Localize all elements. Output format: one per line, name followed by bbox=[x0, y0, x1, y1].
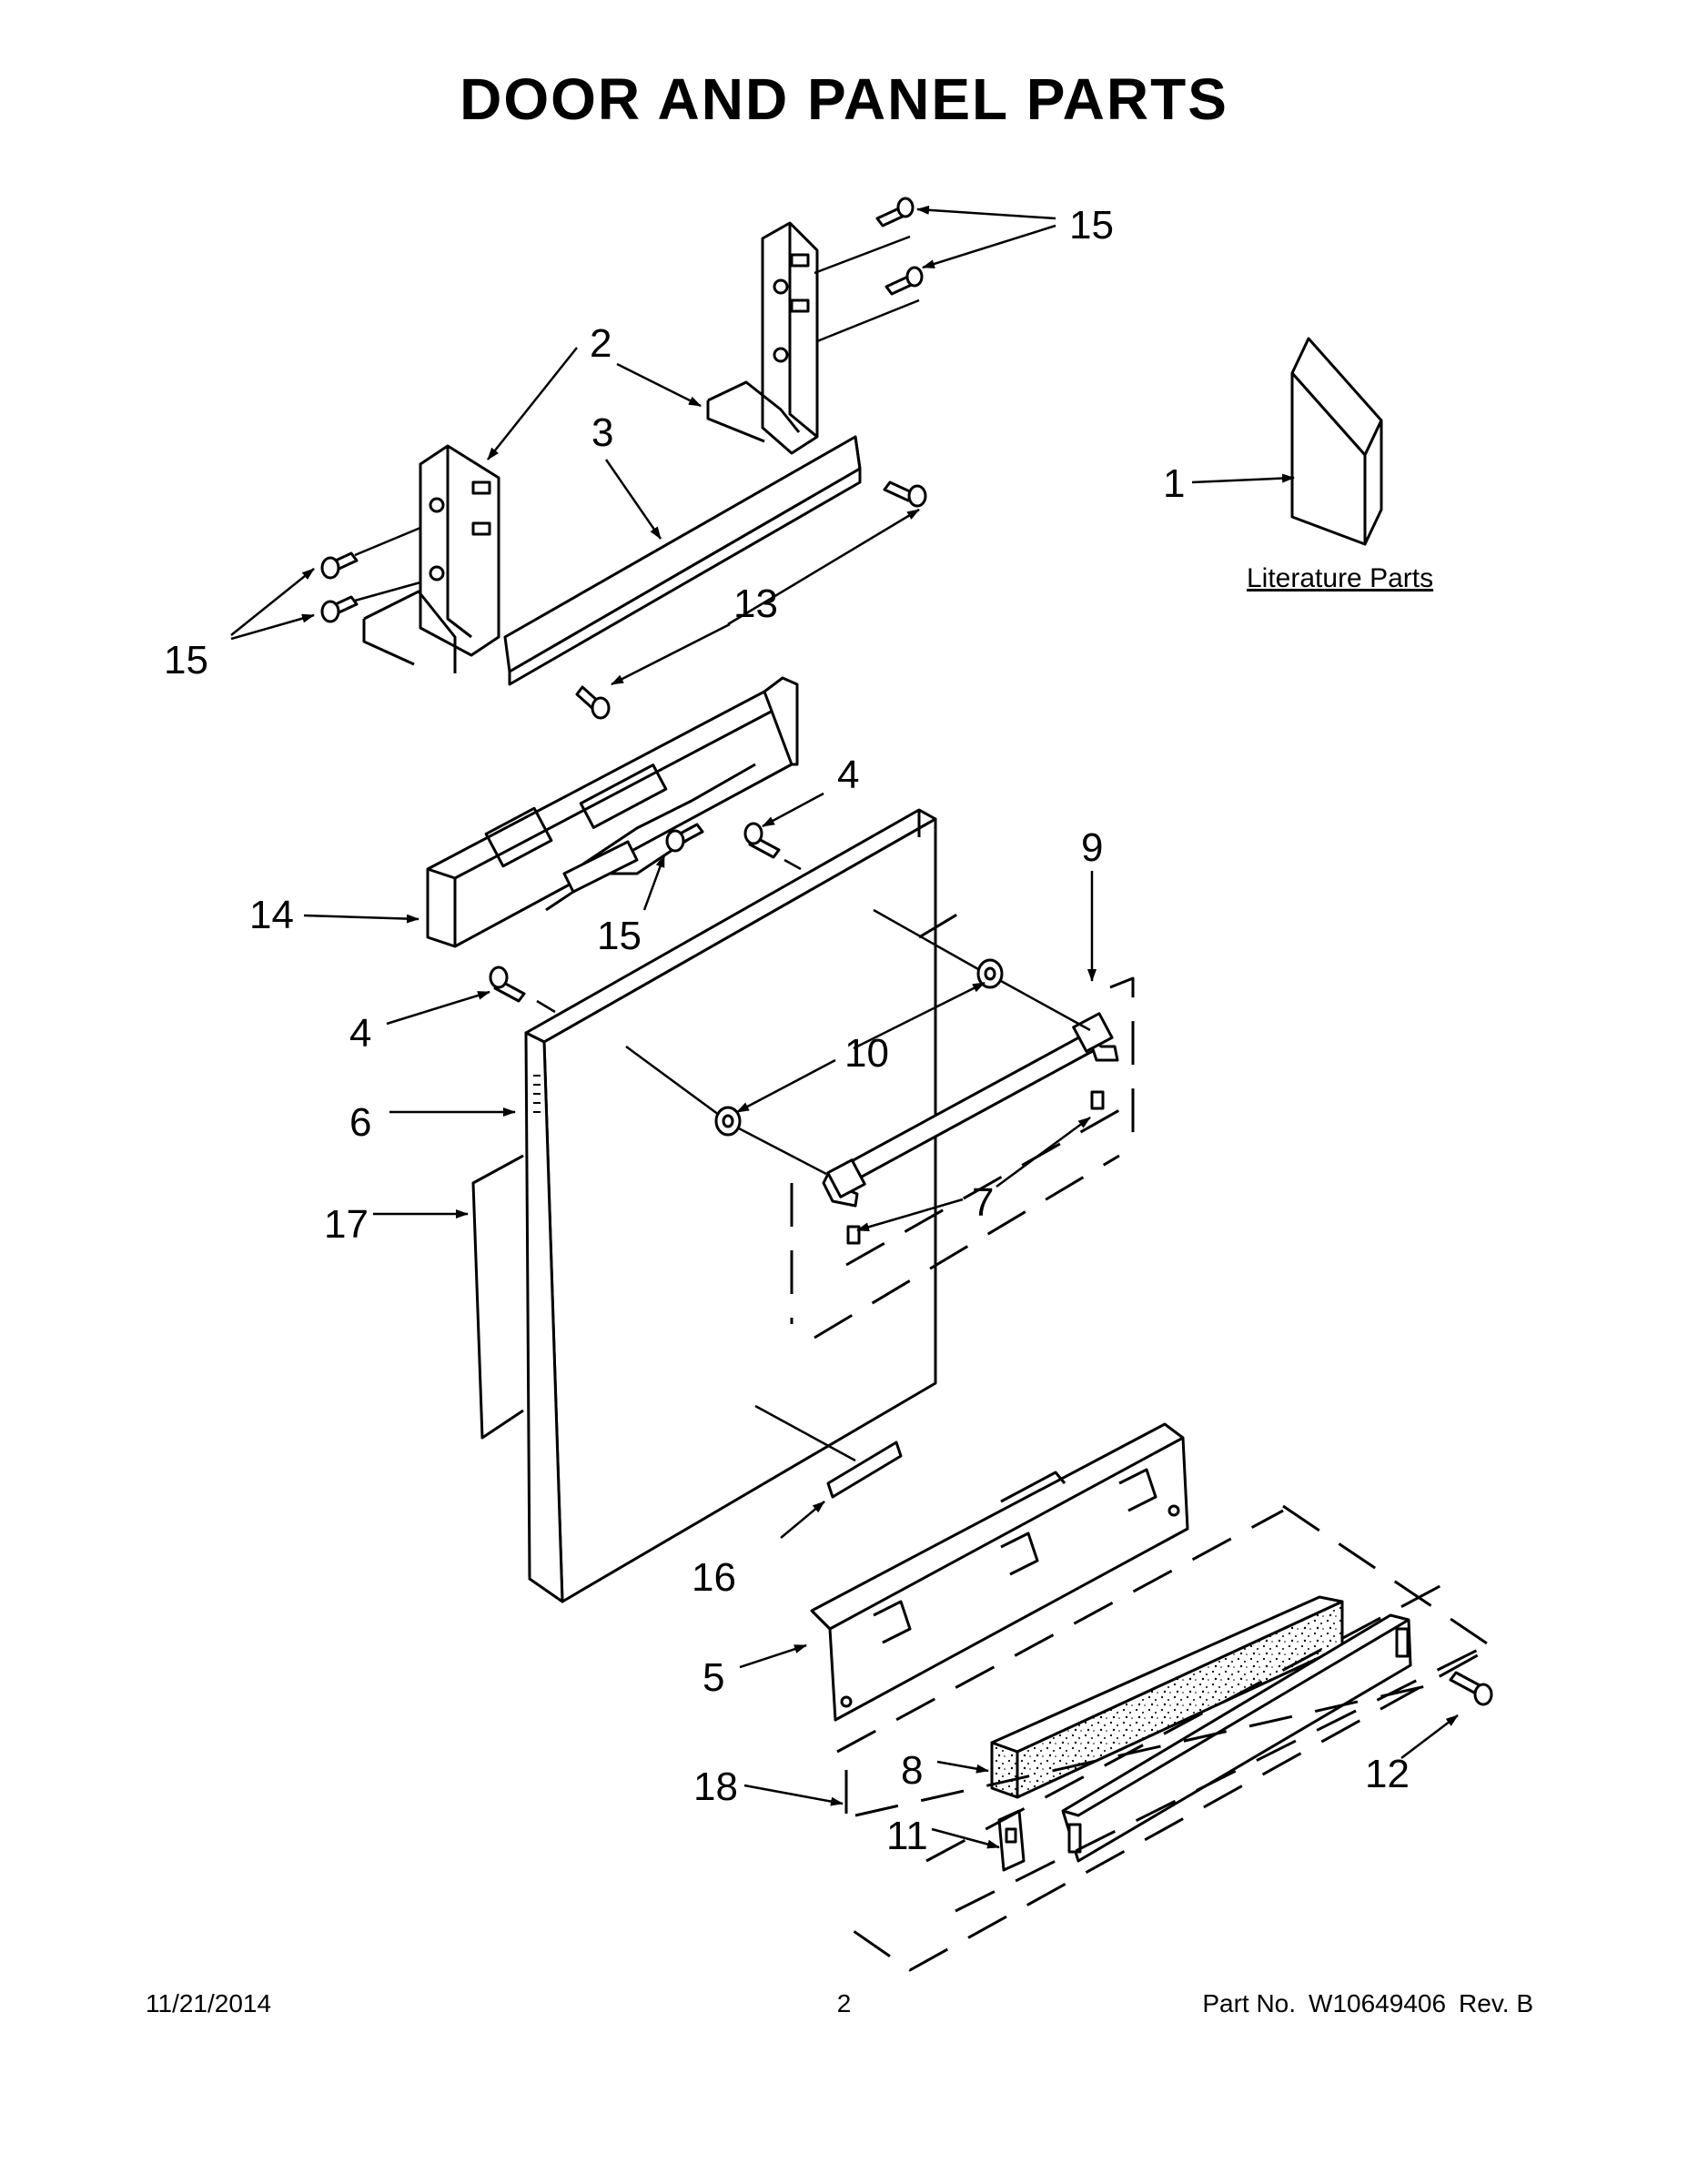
screw-4-lower bbox=[489, 966, 526, 1003]
screw-15-top-2 bbox=[884, 266, 924, 296]
callout-4-upper: 4 bbox=[837, 753, 859, 797]
callout-12: 12 bbox=[1365, 1752, 1410, 1796]
callout-6: 6 bbox=[349, 1100, 371, 1145]
toe-panel-bracket bbox=[810, 1422, 1189, 1722]
door-gasket bbox=[471, 1154, 524, 1440]
handle-spacer-right bbox=[976, 958, 1004, 989]
callout-15-left: 15 bbox=[164, 638, 208, 682]
dashed-lines bbox=[790, 908, 1494, 1972]
callout-7: 7 bbox=[972, 1180, 994, 1225]
callout-15-top: 15 bbox=[1069, 203, 1114, 248]
literature-parts-label: Literature Parts bbox=[1247, 563, 1433, 593]
callout-5: 5 bbox=[702, 1655, 724, 1700]
screw-15-left-2 bbox=[320, 595, 359, 623]
door-panel bbox=[524, 808, 937, 1603]
footer-page-number: 2 bbox=[836, 1989, 852, 2017]
insulation-foam bbox=[990, 1595, 1344, 1799]
handle-spacer-left bbox=[714, 1106, 742, 1137]
screw-13-upper bbox=[883, 480, 927, 508]
screw-13-lower bbox=[575, 685, 611, 720]
door-handle bbox=[822, 1012, 1119, 1208]
toe-kick-panel bbox=[1061, 1613, 1412, 1863]
leader-arrows bbox=[230, 205, 1459, 1849]
top-rail bbox=[503, 435, 862, 686]
revision-label: Rev. B bbox=[1459, 1989, 1533, 2017]
callout-4-lower: 4 bbox=[349, 1011, 371, 1056]
right-hinge-bracket bbox=[706, 221, 819, 455]
screw-12 bbox=[1449, 1671, 1493, 1706]
screw-15-top-1 bbox=[875, 197, 915, 228]
screw-15-left-1 bbox=[320, 551, 359, 580]
callout-14: 14 bbox=[249, 893, 294, 937]
screw-4-upper bbox=[743, 822, 781, 859]
footer-part-info: Part No. W10649406 Rev. B bbox=[1189, 1989, 1533, 2018]
door-badge bbox=[826, 1441, 903, 1499]
callout-10: 10 bbox=[844, 1031, 889, 1076]
part-number-label: Part No. bbox=[1202, 1989, 1297, 2017]
callout-17: 17 bbox=[324, 1202, 369, 1247]
set-screw-left bbox=[846, 1225, 861, 1245]
literature-booklet bbox=[1290, 337, 1383, 546]
screw-15-console bbox=[665, 823, 704, 853]
callout-3: 3 bbox=[591, 410, 613, 455]
callout-8: 8 bbox=[901, 1748, 923, 1793]
callout-2: 2 bbox=[590, 321, 612, 366]
callout-11: 11 bbox=[886, 1814, 928, 1858]
page-title: DOOR AND PANEL PARTS bbox=[460, 66, 1228, 132]
control-console bbox=[426, 676, 799, 948]
callout-16: 16 bbox=[692, 1555, 736, 1600]
callout-15-console: 15 bbox=[597, 914, 642, 958]
callout-1: 1 bbox=[1163, 461, 1185, 506]
alignment-lines bbox=[354, 235, 1091, 1462]
footer-date: 11/21/2014 bbox=[146, 1989, 272, 2017]
callout-13: 13 bbox=[733, 581, 778, 626]
part-number-value: W10649406 bbox=[1309, 1989, 1447, 2017]
callout-9: 9 bbox=[1081, 825, 1103, 870]
left-hinge-bracket bbox=[362, 444, 500, 673]
callout-18: 18 bbox=[693, 1764, 738, 1809]
set-screw-right bbox=[1090, 1090, 1105, 1110]
